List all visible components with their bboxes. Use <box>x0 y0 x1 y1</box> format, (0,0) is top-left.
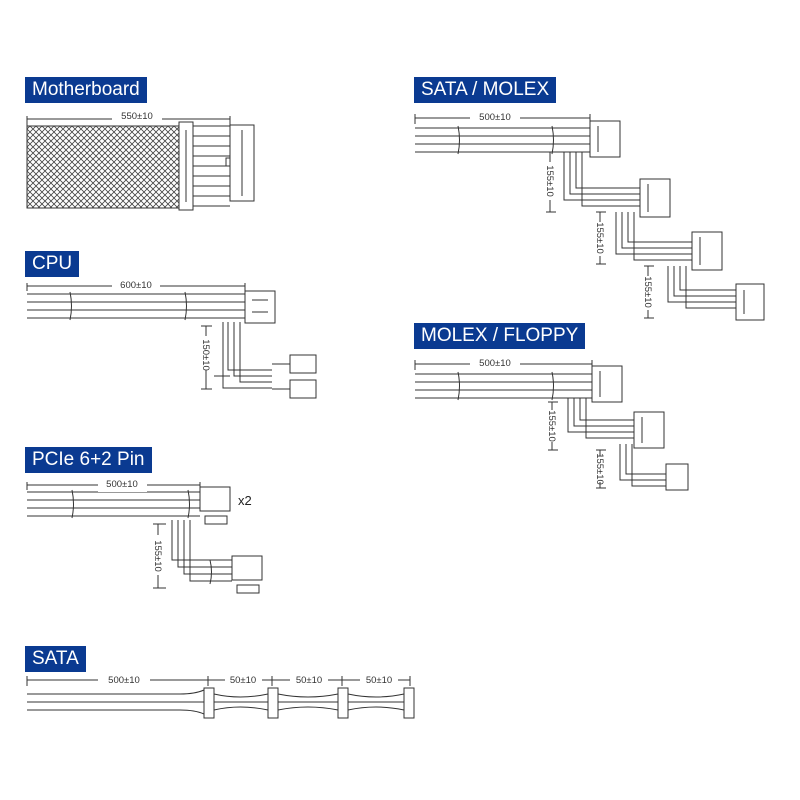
cpu-length-label: 600±10 <box>120 280 152 291</box>
motherboard-title: Motherboard <box>25 77 147 103</box>
sata-molex-branch-label: 155±10 <box>642 276 653 308</box>
sata-segment-label: 50±10 <box>366 675 392 686</box>
cpu-branch-label: 150±10 <box>200 339 211 371</box>
cpu-title: CPU <box>25 251 80 277</box>
sata-molex-length-label: 500±10 <box>479 112 511 123</box>
motherboard-cable <box>26 116 255 211</box>
cpu-cable <box>26 283 317 399</box>
molex-floppy-branch-label: 155±10 <box>546 410 557 442</box>
sata-segment-label: 50±10 <box>296 675 322 686</box>
sata-molex-branch-label: 155±10 <box>544 165 555 197</box>
molex-floppy-length-label: 500±10 <box>479 358 511 369</box>
sata-molex-title: SATA / MOLEX <box>414 77 557 103</box>
pcie-branch-label: 155±10 <box>152 540 163 572</box>
pcie-title: PCIe 6+2 Pin <box>25 447 152 473</box>
motherboard-length-mask <box>112 110 162 124</box>
sata-molex-cable <box>414 114 765 321</box>
sata-molex-branch-label: 155±10 <box>594 222 605 254</box>
sata-segment-label: 50±10 <box>230 675 256 686</box>
sata-length-label: 500±10 <box>108 675 140 686</box>
sata-cable <box>26 676 415 719</box>
molex-floppy-cable <box>414 360 689 491</box>
molex-floppy-title: MOLEX / FLOPPY <box>414 323 586 349</box>
sata-title: SATA <box>25 646 86 672</box>
pcie-multiplier: x2 <box>238 493 252 508</box>
pcie-length-label: 500±10 <box>106 479 138 490</box>
motherboard-length-label: 550±10 <box>121 111 153 122</box>
pcie-cable <box>26 482 263 594</box>
molex-floppy-branch-label: 155±10 <box>594 453 605 485</box>
